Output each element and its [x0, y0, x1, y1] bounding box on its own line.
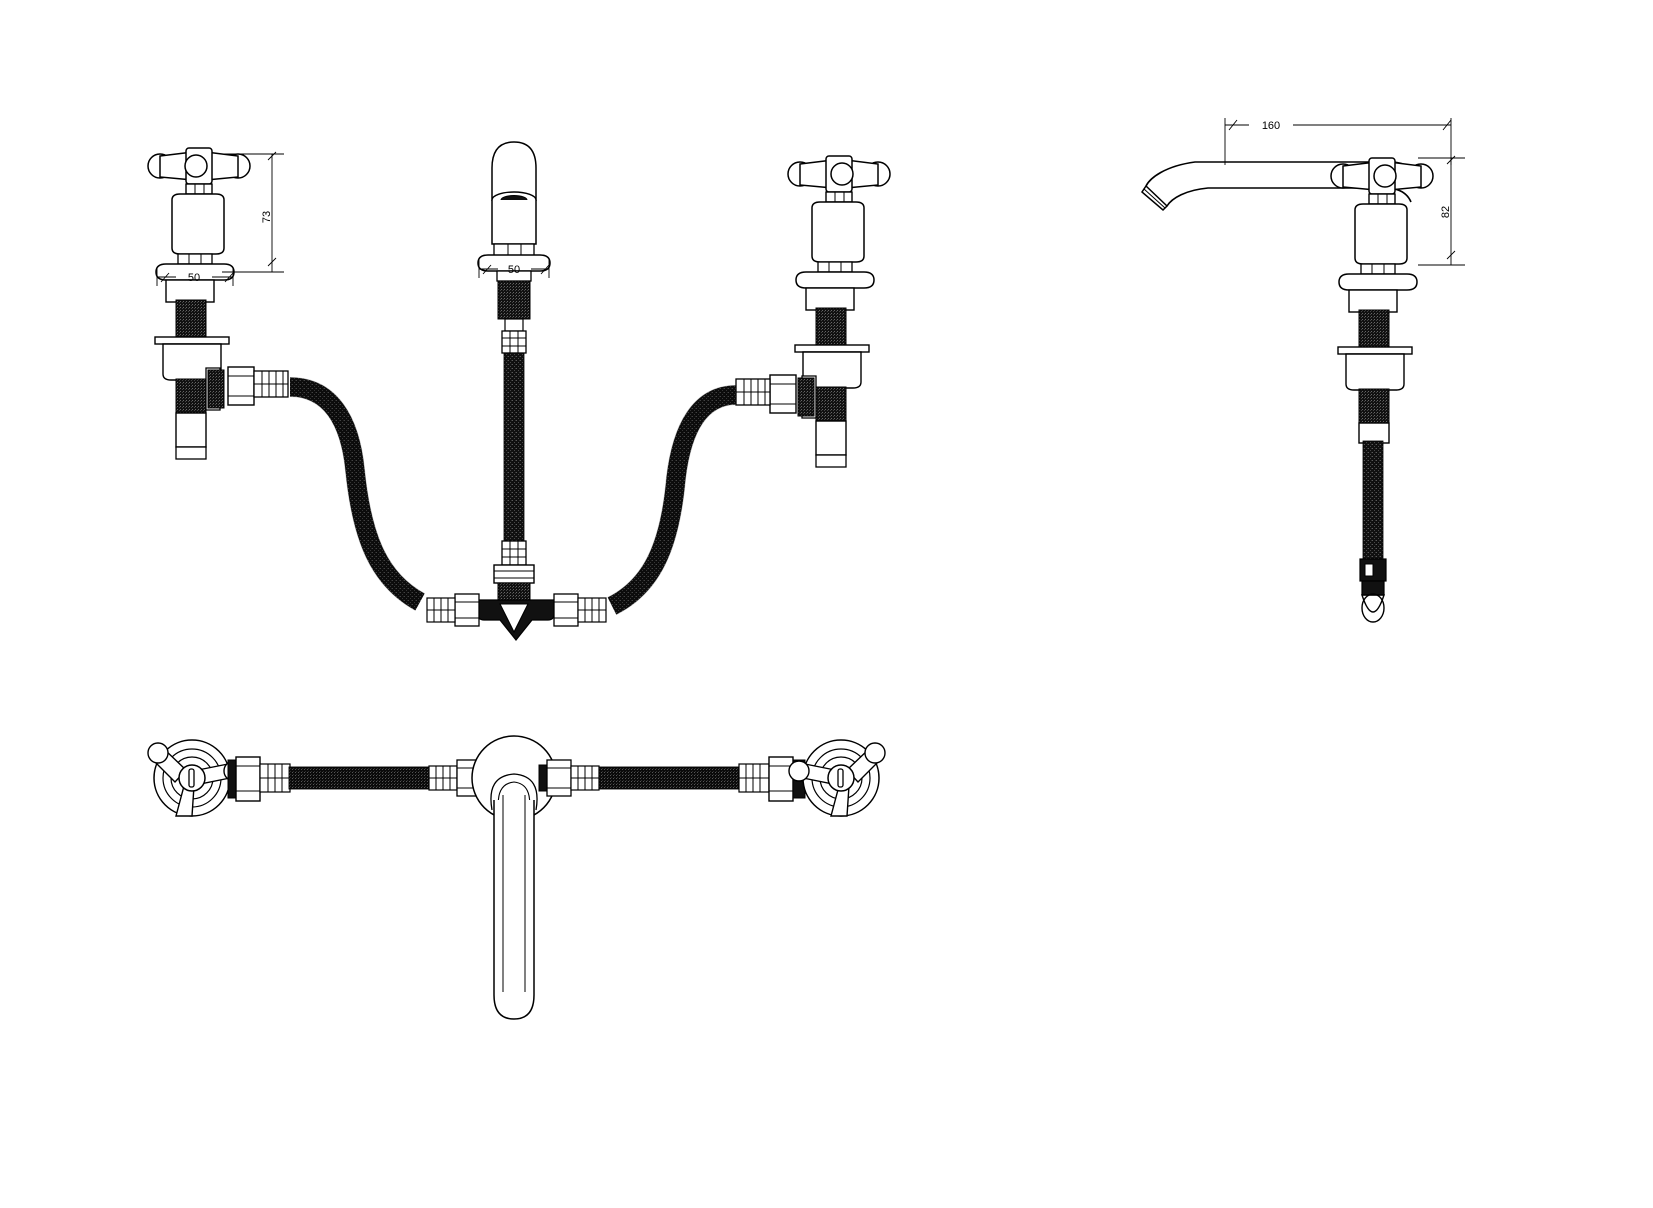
spout-body-top	[491, 141, 537, 201]
dimension-handle-height: 73	[222, 151, 284, 273]
left-flexible-hose	[289, 377, 425, 611]
side-shank-thread	[1358, 309, 1390, 349]
side-lower-fitting	[1359, 558, 1387, 623]
spout-escutcheon	[477, 254, 551, 272]
dimension-flange-width-centre: 50	[478, 259, 550, 278]
dimension-spout-height: 82	[1418, 155, 1465, 266]
dimension-label-73: 73	[261, 211, 273, 223]
centre-flexible-hose	[503, 352, 525, 544]
right-hose-plan	[598, 766, 740, 790]
left-hose-plan	[288, 766, 430, 790]
dimension-flange-width-left: 50	[156, 268, 234, 286]
left-lower-thread	[175, 378, 207, 416]
right-cross-handle-plan	[738, 739, 886, 817]
spout-hose-connector	[501, 318, 527, 354]
spout-plan-body	[493, 800, 535, 1020]
left-cross-handle	[147, 147, 251, 195]
spout-plan	[471, 735, 557, 1020]
spout-barrel	[491, 200, 537, 245]
right-shank-thread	[815, 307, 847, 347]
left-cross-handle-plan	[147, 739, 291, 817]
right-mid-fitting-plan	[538, 759, 600, 797]
spout-inner-profile	[1166, 187, 1412, 207]
dimension-label-50-centre: 50	[508, 264, 520, 276]
right-escutcheon	[795, 271, 875, 311]
side-backnut	[1337, 346, 1413, 391]
dimension-label-160: 160	[1262, 120, 1280, 132]
tee-right-fitting	[553, 593, 607, 627]
spout-shank-thread	[497, 280, 531, 320]
plan-view	[147, 735, 886, 1020]
side-elevation-view	[1141, 157, 1434, 623]
left-valve-bonnet	[171, 193, 225, 265]
right-lower-thread	[815, 386, 847, 424]
dimension-label-50-left: 50	[188, 272, 200, 284]
side-escutcheon	[1338, 273, 1418, 313]
right-valve-assembly	[735, 155, 891, 468]
dimension-spout-reach: 160	[1224, 118, 1452, 165]
right-tail-body	[797, 375, 847, 468]
right-cross-handle	[787, 155, 891, 203]
left-shank-thread	[175, 299, 207, 339]
tee-junction-fitting	[426, 593, 607, 641]
dimension-label-82: 82	[1440, 206, 1452, 218]
right-flexible-hose	[607, 385, 737, 615]
right-valve-bonnet	[811, 201, 865, 273]
left-valve-assembly	[147, 147, 289, 460]
side-valve-bonnet	[1354, 203, 1408, 275]
tee-left-fitting	[426, 593, 480, 627]
spout-collar	[493, 243, 535, 257]
left-tail-body	[175, 367, 225, 460]
side-cross-handle	[1330, 157, 1434, 205]
side-flexible-hose	[1362, 440, 1384, 562]
